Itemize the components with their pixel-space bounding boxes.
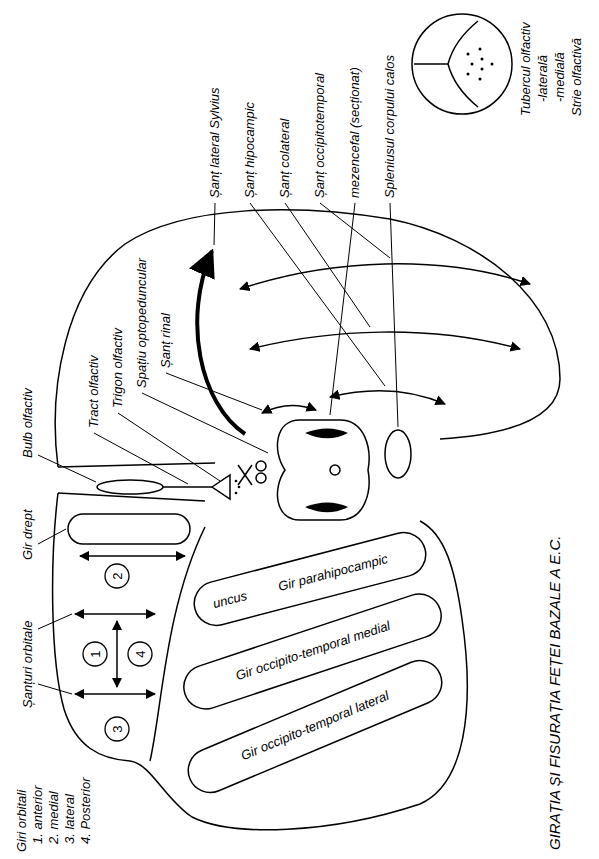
callout-number: 1 [88,650,103,657]
leader-line [38,455,96,482]
leader-line [166,373,262,410]
inset-circle [412,14,512,114]
structure-label: Spleniusul corpului calos [382,54,398,199]
leader-line [214,203,215,245]
node-outline [128,642,152,666]
substantia-nigra [305,429,348,439]
tubercle-dot [491,63,494,66]
structure-label: Șanțuri orbitale [20,620,36,709]
mammillary-body [256,461,266,471]
optic-chiasm [238,465,252,485]
list-text: 3. lateral [62,793,78,845]
structure-label: Spațiu optopeduncular [134,257,150,389]
structure-label: Trigon olfactiv [110,327,126,409]
orbital-sulcus-arrow [75,693,155,695]
gyrus-label: Gir parahipocampic [275,551,390,595]
orbital-gyrus-number: 4 [127,641,153,667]
substantia-nigra [305,503,348,513]
splenium [385,430,411,478]
hippocampal-sulcus [330,391,445,404]
hemisphere-outline [55,210,560,467]
gyrus-band [181,654,448,800]
leader-line [38,614,72,629]
leader-line [390,203,398,427]
aqueduct [330,465,340,475]
tubercle-dot [471,63,474,66]
tubercle-dot [481,68,484,71]
frontotemporal-border [150,527,205,761]
mesencephalon-section [277,420,369,520]
tubercle-dot [467,73,470,76]
tubercle-dot [481,58,484,61]
mammillary-body [256,473,266,483]
rhinal-sulcus [262,405,316,413]
list-text: 4. Posterior [78,777,94,845]
tubercle-dot [467,53,470,56]
structure-label: Șanț colateral [277,118,293,200]
orbital-gyrus-number: 3 [104,716,130,742]
callout-number: 2 [110,572,125,579]
tubercle-dot [479,78,482,81]
structure-label: Șanț rinal [158,312,174,369]
leader-line [142,393,268,453]
orbital-gyrus-number: 2 [104,563,130,589]
leader-line [38,684,72,694]
leader-line [250,203,385,386]
leader-line [330,203,355,415]
olfactory-stria [448,21,478,64]
tubercle-dot [479,48,482,51]
leader-line [320,203,390,258]
optic-chiasm [238,465,252,485]
node-outline [105,564,129,588]
perforated-dot [235,492,238,495]
perforated-dot [238,486,241,489]
structure-label: Gir drept [20,508,36,561]
structure-label: Strie olfactivă [569,37,585,117]
olfactory-tract [163,486,212,488]
leader-line [94,433,188,484]
sulcus-arrow [80,555,185,557]
diagram-title: GIRAȚIA ȘI FISURAȚIA FEȚEI BAZALE A E.C. [546,534,564,851]
list-text: 2. medial [46,790,62,845]
orbital-sulcus-arrow [75,613,155,615]
callout-number: 4 [133,650,148,657]
gyrus-label: uncus [210,588,250,613]
structure-label: -laterală [535,54,551,103]
structure-label: Șanț hipocampic [242,101,258,199]
gyrus-band [189,528,430,630]
hemisphere-outline [53,493,468,830]
olfactory-stria [448,64,478,107]
orbital-sulcus-arrow [116,621,118,687]
list-text: 1. anterior [30,784,46,845]
callout-number: 3 [110,725,125,732]
medial-border [58,463,215,467]
list-text: Giri orbitali [14,789,30,853]
gyrus-band [178,588,447,715]
olfactory-bulb [97,480,163,494]
leader-line [285,203,370,327]
olfactory-trigone [212,475,230,499]
sylvian-sulcus [197,251,245,434]
structure-label: Tract olfactiv [86,354,102,429]
perforated-dot [235,480,238,483]
occipitotemporal-sulcus [240,264,530,289]
structure-label: mezencefal (secționat) [347,66,363,199]
gyrus-rectus-band [68,514,190,544]
leader-line [38,529,66,544]
structure-label: Șanț occipitotemporal [312,72,328,199]
olfactory-tract [414,63,448,65]
structure-label: Șanț lateral Sylvius [207,86,223,199]
node-outline [105,717,129,741]
structure-label: Tubercul olfactiv [518,21,534,117]
collateral-sulcus [250,332,520,349]
node-outline [83,642,107,666]
gyrus-label: Gir occipito-temporal lateral [238,688,393,765]
structure-label: -medială [552,51,568,103]
orbital-gyrus-number: 1 [82,641,108,667]
structure-label: Bulb olfactiv [20,387,36,459]
